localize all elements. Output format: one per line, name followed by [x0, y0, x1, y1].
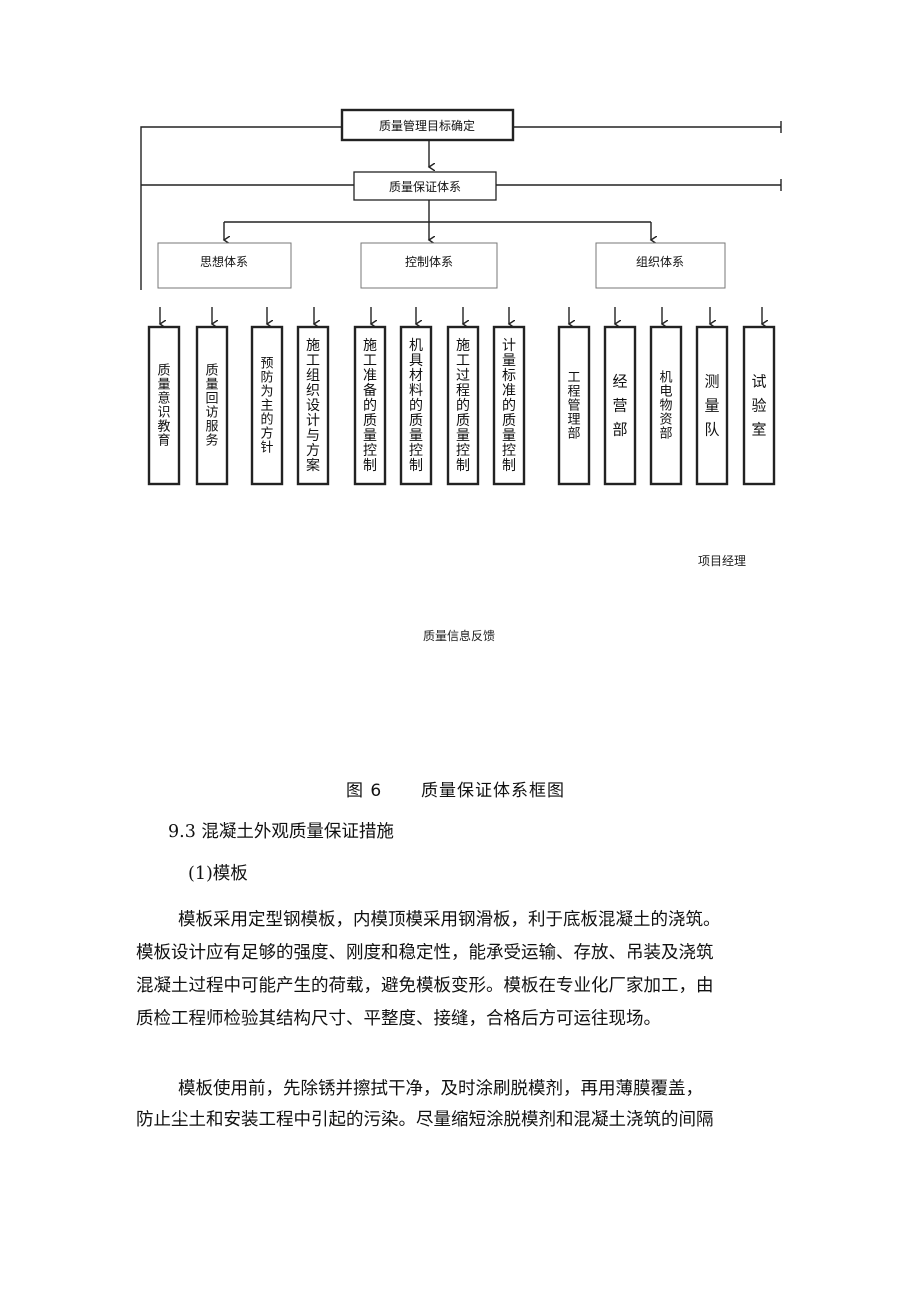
section-heading-text: 9.3 混凝土外观质量保证措施	[168, 822, 394, 842]
paragraph-2: 模板使用前，先除锈并擦拭干净，及时涂刷脱模剂，再用薄膜覆盖， 防止尘土和安装工程…	[136, 1074, 796, 1136]
quality-assurance-diagram: 质量管理目标确定 质量保证体系 思想体系 控制体系 组织体系	[140, 108, 782, 486]
leaf-box	[250, 325, 284, 486]
section-heading: 9.3 混凝土外观质量保证措施	[168, 818, 828, 843]
leaf-label: 测量队	[704, 372, 719, 438]
leaf-label: 施工准备的质量控制	[363, 338, 377, 474]
group-label-control: 控制体系	[405, 255, 453, 269]
figure-caption: 图 6 质量保证体系框图	[346, 776, 565, 801]
paragraph-line: 质检工程师检验其结构尺寸、平整度、接缝，合格后方可运往现场。	[136, 1009, 661, 1029]
leaf-box	[353, 325, 387, 486]
system-box-label: 质量保证体系	[389, 180, 461, 194]
paragraph-line: 模板设计应有足够的强度、刚度和稳定性，能承受运输、存放、吊装及浇筑	[136, 943, 714, 963]
leaf-label: 试验室	[751, 372, 766, 438]
sub-heading: (1)模板	[188, 860, 848, 885]
leaf-box	[147, 325, 181, 486]
leaf-box	[399, 325, 433, 486]
paragraph-line: 模板采用定型钢模板，内模顶模采用钢滑板，利于底板混凝土的浇筑。	[178, 910, 721, 930]
sub-heading-text: (1)模板	[188, 864, 248, 884]
figure-number: 图 6	[346, 781, 383, 801]
group-label-thought: 思想体系	[200, 254, 248, 269]
leaf-box	[557, 325, 591, 486]
leaf-label: 工程管理部	[567, 371, 580, 442]
leaf-label: 质量回访服务	[205, 364, 218, 449]
paragraph-1: 模板采用定型钢模板，内模顶模采用钢滑板，利于底板混凝土的浇筑。 模板设计应有足够…	[136, 904, 796, 1036]
leaf-box	[446, 325, 480, 486]
leaf-label: 质量意识教育	[157, 364, 170, 449]
leaf-label: 预防为主的方针	[260, 357, 273, 456]
project-manager-label: 项目经理	[698, 554, 747, 568]
leaf-box	[195, 325, 229, 486]
leaf-box	[296, 325, 330, 486]
frame-line-top	[140, 126, 342, 290]
leaf-arrows	[160, 307, 762, 324]
leaf-boxes	[147, 325, 776, 486]
leaf-box	[742, 325, 776, 486]
system-box	[353, 171, 497, 201]
leaf-label: 机具材料的质量控制	[409, 338, 423, 474]
leaf-box	[603, 325, 637, 486]
leaf-label: 计量标准的质量控制	[502, 338, 516, 474]
figure-title: 质量保证体系框图	[421, 781, 566, 801]
goal-box-label: 质量管理目标确定	[379, 118, 475, 133]
leaf-label: 施工组织设计与方案	[306, 338, 320, 474]
quality-feedback-label: 质量信息反馈	[423, 629, 496, 643]
leaf-label: 经营部	[612, 372, 627, 438]
goal-box	[340, 108, 515, 142]
group-box-thought	[157, 242, 292, 289]
paragraph-line: 模板使用前，先除锈并擦拭干净，及时涂刷脱模剂，再用薄膜覆盖，	[178, 1079, 703, 1099]
leaf-label: 施工过程的质量控制	[456, 338, 470, 474]
leaf-label: 机电物资部	[659, 371, 672, 442]
group-label-organization: 组织体系	[636, 255, 684, 269]
leaf-box	[492, 325, 526, 486]
leaf-box	[695, 325, 729, 486]
group-box-control	[360, 242, 498, 289]
leaf-box	[649, 325, 683, 486]
paragraph-line: 防止尘土和安装工程中引起的污染。尽量缩短涂脱模剂和混凝土浇筑的间隔	[136, 1110, 714, 1130]
paragraph-line: 混凝土过程中可能产生的荷载，避免模板变形。模板在专业化厂家加工，由	[136, 976, 714, 996]
leaf-labels: 质量意识教育 质量回访服务 预防为主的方针 施工组织设计与方案 施工准备的质量控制 机具材…	[157, 338, 766, 474]
group-box-organization	[595, 242, 726, 289]
